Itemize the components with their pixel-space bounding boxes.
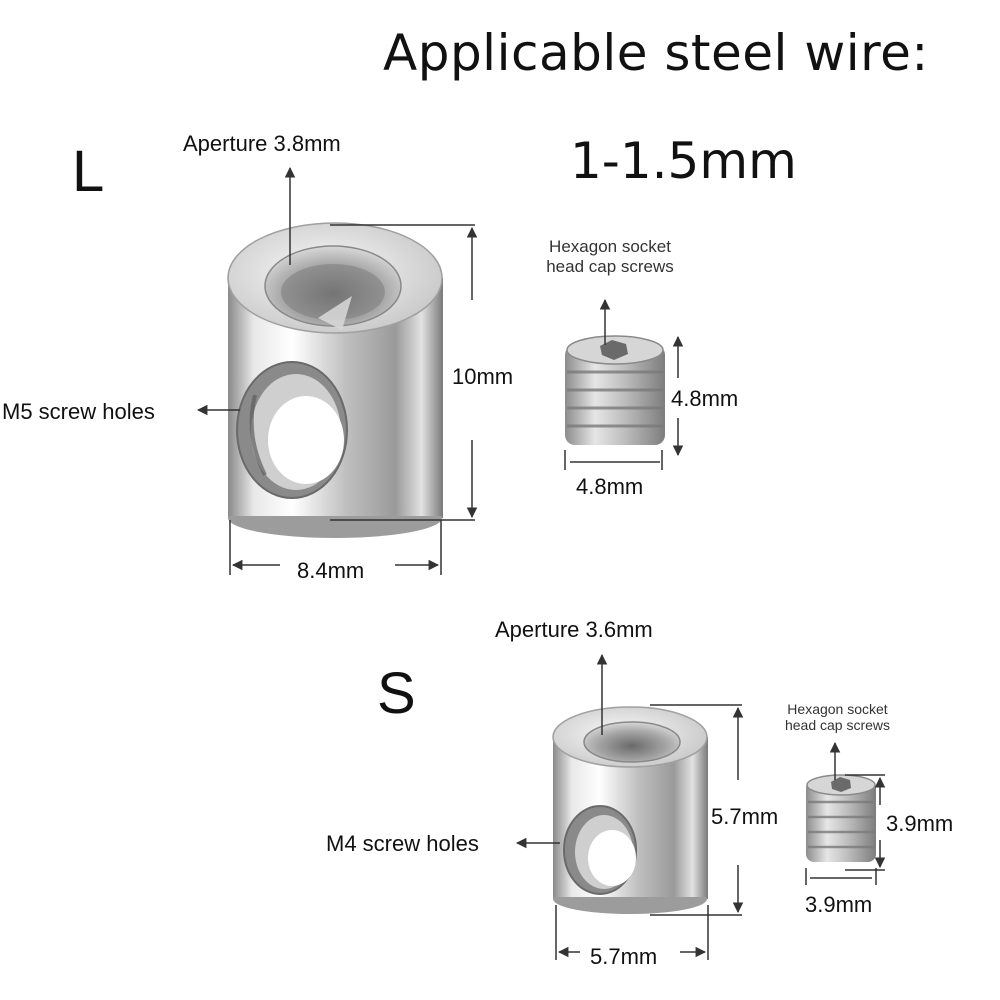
large-screw-type-line1: Hexagon socket bbox=[549, 237, 671, 256]
size-letter-small: S bbox=[377, 661, 416, 726]
small-screw-height-label: 3.9mm bbox=[886, 811, 954, 836]
small-height-label: 5.7mm bbox=[711, 804, 779, 829]
size-letter-large: L bbox=[72, 139, 105, 204]
headline-wire-range: 1-1.5mm bbox=[570, 132, 797, 190]
large-dimension-lines bbox=[196, 166, 684, 575]
headline-title: Applicable steel wire: bbox=[383, 24, 929, 82]
large-width-label: 8.4mm bbox=[297, 558, 365, 583]
small-screw-type-line2: head cap screws bbox=[784, 717, 891, 733]
small-aperture-label: Aperture 3.6mm bbox=[495, 617, 653, 642]
large-set-screw bbox=[565, 335, 665, 445]
small-set-screw bbox=[806, 774, 876, 862]
small-dimension-lines bbox=[515, 653, 886, 960]
large-height-label: 10mm bbox=[452, 364, 514, 389]
large-screw-holes-label: M5 screw holes bbox=[2, 399, 155, 424]
large-screw-height-label: 4.8mm bbox=[671, 386, 739, 411]
small-screw-holes-label: M4 screw holes bbox=[326, 831, 479, 856]
small-width-label: 5.7mm bbox=[590, 944, 658, 969]
large-screw-width-label: 4.8mm bbox=[576, 474, 644, 499]
large-screw-type-label: Hexagon socket head cap screws bbox=[520, 237, 700, 277]
small-barrel-nut bbox=[552, 706, 708, 914]
small-screw-type-label: Hexagon socket head cap screws bbox=[770, 701, 905, 733]
large-barrel-nut bbox=[227, 222, 443, 538]
large-aperture-label: Aperture 3.8mm bbox=[183, 131, 341, 156]
small-screw-width-label: 3.9mm bbox=[805, 892, 873, 917]
small-screw-type-line1: Hexagon socket bbox=[787, 701, 888, 717]
large-screw-type-line2: head cap screws bbox=[546, 257, 674, 276]
